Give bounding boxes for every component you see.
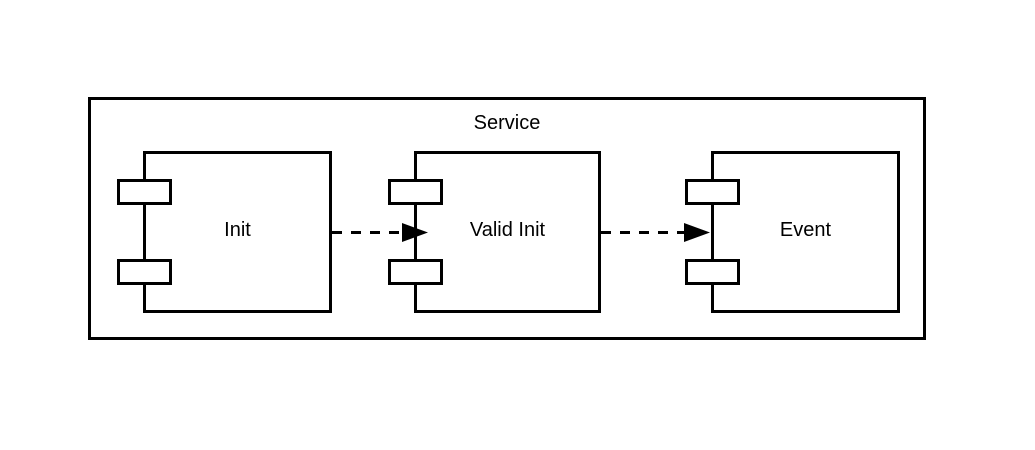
component-event: Event xyxy=(685,151,900,313)
component-label: Event xyxy=(779,218,832,241)
component-valid-init: Valid Init xyxy=(388,151,601,313)
port-icon xyxy=(117,259,172,285)
service-container-label: Service xyxy=(473,112,541,134)
component-init: Init xyxy=(117,151,332,313)
port-icon xyxy=(388,179,443,205)
component-label: Valid Init xyxy=(469,218,546,241)
port-icon xyxy=(685,259,740,285)
port-icon xyxy=(117,179,172,205)
component-label: Init xyxy=(224,218,251,241)
port-icon xyxy=(685,179,740,205)
port-icon xyxy=(388,259,443,285)
